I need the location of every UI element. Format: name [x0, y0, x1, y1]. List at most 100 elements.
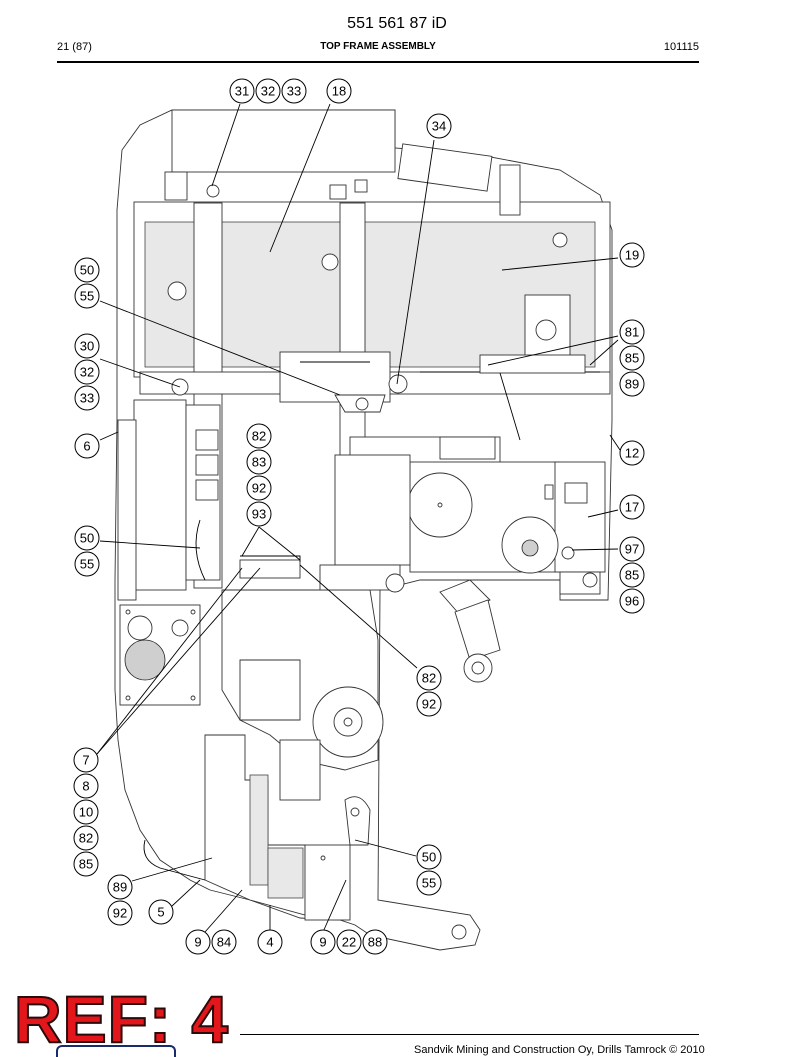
callout-82-c: 82 — [73, 825, 99, 851]
reference-label: REF: 4 — [13, 982, 230, 1056]
callout-89-b: 89 — [107, 874, 133, 900]
callout-8: 8 — [73, 773, 99, 799]
leader-lines — [96, 103, 621, 933]
callout-19: 19 — [619, 242, 645, 268]
callout-17: 17 — [619, 494, 645, 520]
callout-34: 34 — [426, 113, 452, 139]
document-number: 551 561 87 iD — [347, 15, 447, 32]
callout-88: 88 — [362, 929, 388, 955]
callout-55-a: 55 — [74, 283, 100, 309]
callout-81: 81 — [619, 319, 645, 345]
svg-text:92: 92 — [422, 697, 436, 712]
callout-82-a: 82 — [246, 423, 272, 449]
callout-7: 7 — [73, 747, 99, 773]
svg-text:18: 18 — [332, 84, 346, 99]
svg-text:33: 33 — [287, 84, 301, 99]
callout-85-c: 85 — [73, 851, 99, 877]
svg-text:4: 4 — [266, 935, 273, 950]
callout-4: 4 — [257, 929, 283, 955]
svg-text:32: 32 — [261, 84, 275, 99]
date-code: 101115 — [663, 41, 699, 53]
svg-text:5: 5 — [157, 905, 164, 920]
svg-text:93: 93 — [252, 507, 266, 522]
left-valve-assembly — [117, 399, 221, 601]
callout-33: 33 — [281, 78, 307, 104]
callout-85-a: 85 — [619, 345, 645, 371]
svg-text:96: 96 — [625, 594, 639, 609]
svg-text:9: 9 — [194, 935, 201, 950]
callout-30: 30 — [74, 333, 100, 359]
callout-55-b: 55 — [74, 551, 100, 577]
callout-5: 5 — [148, 899, 174, 925]
svg-text:85: 85 — [625, 568, 639, 583]
svg-text:88: 88 — [368, 935, 382, 950]
svg-text:8: 8 — [82, 779, 89, 794]
svg-text:97: 97 — [625, 542, 639, 557]
callout-31: 31 — [229, 78, 255, 104]
cross-beam — [139, 351, 611, 413]
callout-9-b: 9 — [310, 929, 336, 955]
svg-text:92: 92 — [252, 481, 266, 496]
callout-93: 93 — [246, 501, 272, 527]
svg-text:89: 89 — [113, 880, 127, 895]
callout-22: 22 — [336, 929, 362, 955]
callout-92-b: 92 — [416, 691, 442, 717]
callout-50-a: 50 — [74, 257, 100, 283]
callout-50-b: 50 — [74, 525, 100, 551]
svg-text:6: 6 — [83, 439, 90, 454]
section-title: TOP FRAME ASSEMBLY — [320, 41, 436, 52]
page-number: 21 (87) — [57, 41, 92, 53]
footer-copyright: Sandvik Mining and Construction Oy, Dril… — [414, 1044, 705, 1056]
cylinder-rod — [439, 579, 501, 683]
svg-text:50: 50 — [80, 531, 94, 546]
callout-83: 83 — [246, 449, 272, 475]
svg-text:22: 22 — [342, 935, 356, 950]
svg-text:81: 81 — [625, 325, 639, 340]
callout-balloons: 31 32 33 18 34 19 50 55 30 32 33 81 85 8… — [73, 78, 645, 955]
svg-text:32: 32 — [80, 365, 94, 380]
svg-text:82: 82 — [422, 671, 436, 686]
svg-text:7: 7 — [82, 753, 89, 768]
svg-text:50: 50 — [80, 263, 94, 278]
svg-text:19: 19 — [625, 248, 639, 263]
lower-grille-box — [143, 734, 467, 940]
svg-text:34: 34 — [432, 119, 446, 134]
callout-97: 97 — [619, 536, 645, 562]
callout-18: 18 — [326, 78, 352, 104]
svg-text:12: 12 — [625, 446, 639, 461]
svg-text:55: 55 — [80, 557, 94, 572]
svg-text:30: 30 — [80, 339, 94, 354]
svg-text:9: 9 — [319, 935, 326, 950]
svg-text:82: 82 — [79, 831, 93, 846]
motor-box — [119, 604, 201, 706]
callout-32-b: 32 — [74, 359, 100, 385]
callout-10: 10 — [73, 799, 99, 825]
callout-32: 32 — [255, 78, 281, 104]
callout-6: 6 — [74, 433, 100, 459]
callout-12: 12 — [619, 440, 645, 466]
header-divider — [57, 61, 699, 63]
footer-divider — [240, 1034, 699, 1035]
callout-92-a: 92 — [246, 475, 272, 501]
callout-55-c: 55 — [416, 870, 442, 896]
svg-text:10: 10 — [79, 805, 93, 820]
svg-text:89: 89 — [625, 377, 639, 392]
svg-text:50: 50 — [422, 850, 436, 865]
callout-96: 96 — [619, 588, 645, 614]
svg-text:92: 92 — [113, 906, 127, 921]
callout-92-c: 92 — [107, 900, 133, 926]
svg-text:31: 31 — [235, 84, 249, 99]
svg-text:55: 55 — [422, 876, 436, 891]
svg-text:82: 82 — [252, 429, 266, 444]
callout-89-a: 89 — [619, 371, 645, 397]
svg-text:83: 83 — [252, 455, 266, 470]
svg-text:55: 55 — [80, 289, 94, 304]
svg-text:33: 33 — [80, 391, 94, 406]
sandvik-logo — [56, 1045, 176, 1057]
callout-9-a: 9 — [185, 929, 211, 955]
callout-85-b: 85 — [619, 562, 645, 588]
svg-text:17: 17 — [625, 500, 639, 515]
svg-text:85: 85 — [79, 857, 93, 872]
callout-50-c: 50 — [416, 844, 442, 870]
